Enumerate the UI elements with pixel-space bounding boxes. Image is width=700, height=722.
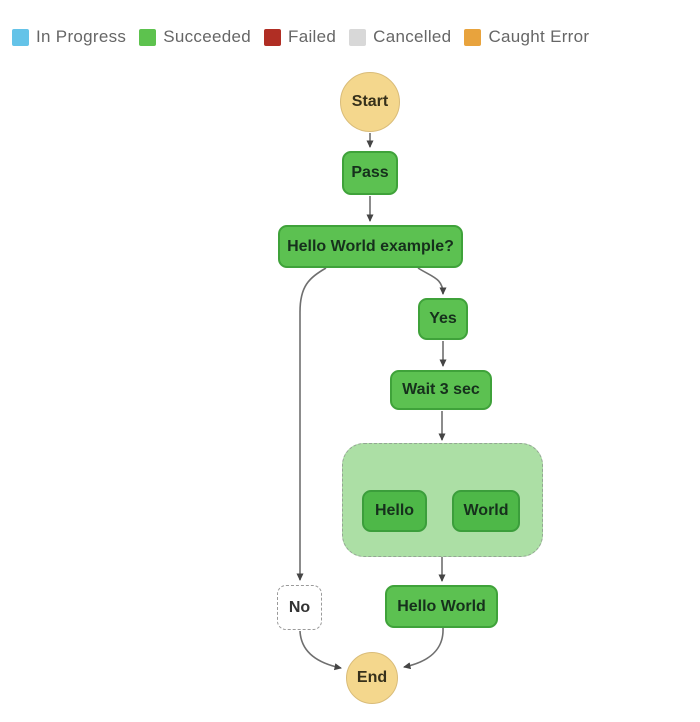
legend-item-cancelled: Cancelled xyxy=(349,27,451,47)
legend-item-caught-error: Caught Error xyxy=(464,27,589,47)
legend-item-failed: Failed xyxy=(264,27,336,47)
edge-helloworld-to-end xyxy=(403,627,444,670)
node-hello-world[interactable]: Hello World xyxy=(385,585,498,628)
legend-label: In Progress xyxy=(36,27,127,46)
node-start[interactable]: Start xyxy=(340,72,400,132)
edge-choice-to-yes xyxy=(417,267,447,295)
node-hello[interactable]: Hello xyxy=(362,490,427,532)
node-end[interactable]: End xyxy=(346,652,398,704)
cancelled-swatch-icon xyxy=(349,28,367,46)
succeeded-swatch-icon xyxy=(139,28,157,46)
node-no[interactable]: No xyxy=(277,585,322,630)
legend-label: Caught Error xyxy=(488,27,590,46)
legend-label: Cancelled xyxy=(373,27,452,46)
legend-label: Succeeded xyxy=(163,27,252,46)
node-choice-hello-world-example[interactable]: Hello World example? xyxy=(278,225,463,268)
in-progress-swatch-icon xyxy=(12,28,29,46)
node-world[interactable]: World xyxy=(452,490,520,532)
legend-item-succeeded: Succeeded xyxy=(139,27,251,47)
edge-choice-to-no xyxy=(296,267,327,581)
failed-swatch-icon xyxy=(264,28,282,46)
edge-no-to-end xyxy=(299,630,342,671)
node-yes[interactable]: Yes xyxy=(418,298,468,340)
caught-error-swatch-icon xyxy=(464,28,482,46)
legend-label: Failed xyxy=(288,27,337,46)
node-pass[interactable]: Pass xyxy=(342,151,398,195)
status-legend: In Progress Succeeded Failed Cancelled C… xyxy=(12,27,589,47)
legend-item-in-progress: In Progress xyxy=(12,27,126,47)
node-wait-3-sec[interactable]: Wait 3 sec xyxy=(390,370,492,410)
